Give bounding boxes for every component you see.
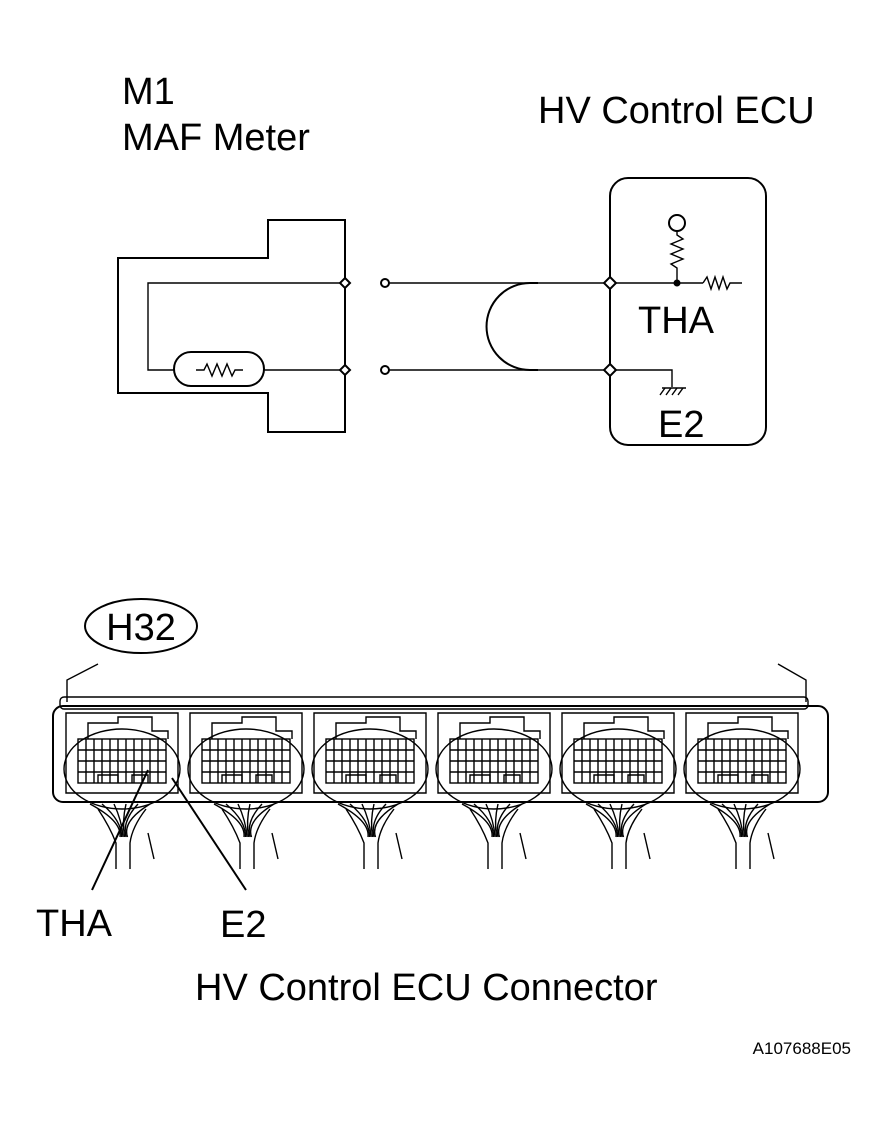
ground-symbol — [659, 387, 686, 396]
ecu-series-resistor — [702, 274, 742, 292]
pointer-line-e2 — [171, 777, 247, 891]
maf-terminal-2 — [338, 363, 352, 377]
connector-pin-1 — [380, 278, 390, 288]
connector-block — [435, 712, 553, 869]
connector-block — [559, 712, 677, 869]
pin-label-tha: THA — [36, 903, 113, 945]
connector-pin-2 — [380, 365, 390, 375]
connector-housing — [52, 705, 829, 803]
ecu-voltage-source — [668, 214, 686, 232]
connector-bracket-left — [66, 663, 99, 702]
ecu-e2-line — [616, 369, 673, 387]
ecu-terminal-tha — [602, 275, 618, 291]
connector-top-rail — [59, 696, 809, 710]
connector-block — [63, 712, 181, 869]
thermistor-capsule — [173, 351, 265, 387]
thermistor-symbol — [196, 362, 243, 378]
ecu-box — [609, 177, 767, 446]
ecu-terminal-label-tha: THA — [638, 300, 715, 342]
pin-label-e2: E2 — [220, 904, 266, 946]
pointer-line-tha — [91, 769, 149, 891]
ecu-terminal-label-e2: E2 — [658, 404, 704, 446]
connector-bracket-right — [777, 663, 807, 702]
ecu-terminal-e2 — [602, 362, 618, 378]
sensor-name-label: MAF Meter — [122, 117, 310, 159]
connector-block — [683, 712, 801, 869]
ecu-name-label: HV Control ECU — [538, 90, 815, 132]
sensor-code-label: M1 — [122, 71, 175, 113]
ecu-pullup-resistor — [669, 231, 685, 283]
maf-inner-wire-top — [147, 282, 345, 371]
wire-loop — [485, 282, 538, 371]
figure-code: A107688E05 — [753, 1039, 851, 1058]
connector-block — [187, 712, 305, 869]
connector-caption: HV Control ECU Connector — [195, 967, 658, 1009]
connector-block — [311, 712, 429, 869]
maf-terminal-1 — [338, 276, 352, 290]
maf-meter-body — [117, 219, 346, 433]
connector-id-ellipse — [84, 598, 198, 654]
connector-blocks — [63, 712, 801, 869]
connector-id-label: H32 — [106, 607, 176, 649]
